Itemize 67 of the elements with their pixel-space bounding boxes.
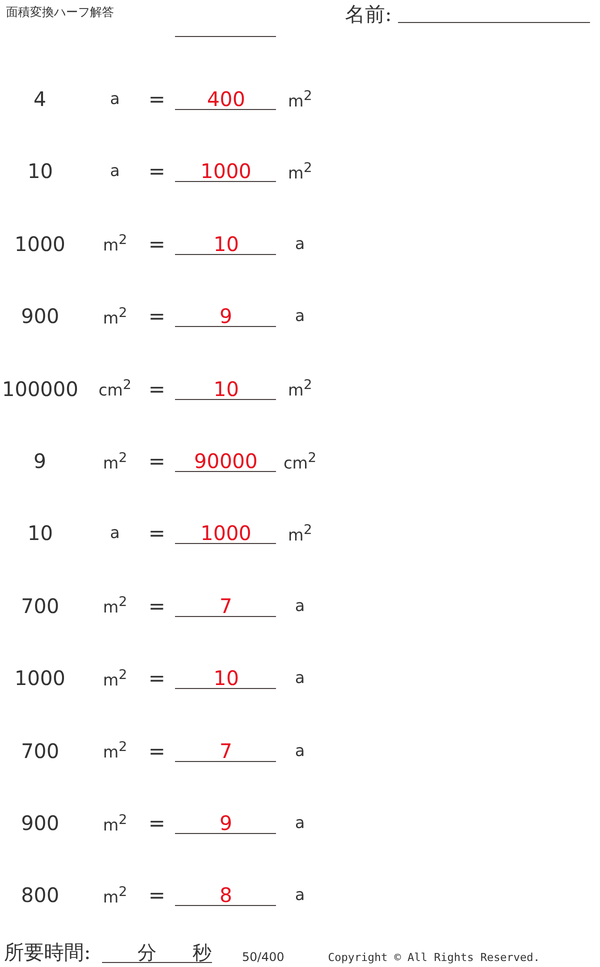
answer-text: 10 xyxy=(214,668,239,688)
name-label: 名前: xyxy=(345,4,392,24)
answer-text: 9 xyxy=(220,813,232,833)
unit: m$^{2}$ xyxy=(103,741,128,760)
number: 10 xyxy=(28,523,53,544)
unit: a xyxy=(110,163,120,180)
number: 4 xyxy=(34,89,46,109)
page-number: 50/400 xyxy=(242,951,284,963)
answer-text: 10 xyxy=(214,234,239,254)
number: 800 xyxy=(21,885,60,906)
time-label: 所要時間: xyxy=(4,942,91,962)
unit: m$^{2}$ xyxy=(103,306,128,326)
number: 700 xyxy=(21,740,60,761)
number: 1000 xyxy=(14,668,66,688)
copyright-notice: Copyright © All Rights Reserved. xyxy=(328,952,540,962)
equals-sign: = xyxy=(148,523,166,544)
unit: a xyxy=(295,670,305,686)
number: 9 xyxy=(34,451,46,471)
answer-text: 7 xyxy=(220,740,232,761)
answer-text: 9 xyxy=(220,306,232,326)
answer-text: 8 xyxy=(220,885,232,906)
answer-text: 10 xyxy=(214,378,239,399)
answer-text: 400 xyxy=(207,89,246,109)
unit: a xyxy=(295,887,305,904)
unit: m$^{2}$ xyxy=(288,379,312,398)
unit: m$^{2}$ xyxy=(103,814,128,833)
unit: a xyxy=(110,525,120,542)
equals-sign: = xyxy=(148,161,166,182)
unit: a xyxy=(295,815,305,831)
equals-sign: = xyxy=(148,885,166,906)
answer-text: 7 xyxy=(220,596,232,616)
equals-sign: = xyxy=(148,668,166,688)
unit: m$^{2}$ xyxy=(288,90,312,109)
number: 700 xyxy=(21,596,60,616)
minutes-label: 分 xyxy=(138,944,156,962)
number: 900 xyxy=(21,306,60,326)
number: 100000 xyxy=(2,378,78,399)
equals-sign: = xyxy=(148,89,166,109)
equals-sign: = xyxy=(148,234,166,254)
unit: m$^{2}$ xyxy=(288,524,312,544)
unit: m$^{2}$ xyxy=(103,596,128,616)
number: 10 xyxy=(28,161,53,182)
unit: a xyxy=(295,598,305,614)
number: 900 xyxy=(21,813,60,833)
unit: cm$^{2}$ xyxy=(98,379,132,398)
unit: m$^{2}$ xyxy=(103,886,128,906)
unit: m$^{2}$ xyxy=(288,162,312,182)
unit: a xyxy=(110,91,120,107)
equals-sign: = xyxy=(148,740,166,761)
equals-sign: = xyxy=(148,378,166,399)
worksheet-title: 面積変換ハーフ解答 xyxy=(6,6,114,18)
unit: cm$^{2}$ xyxy=(284,452,316,471)
unit: a xyxy=(295,236,305,252)
equals-sign: = xyxy=(148,813,166,833)
unit: m$^{2}$ xyxy=(103,452,128,471)
answer-text: 90000 xyxy=(194,451,258,471)
answer-text: 1000 xyxy=(200,161,252,182)
unit: a xyxy=(295,308,305,324)
equals-sign: = xyxy=(148,451,166,471)
unit: m$^{2}$ xyxy=(103,668,128,688)
unit: m$^{2}$ xyxy=(103,234,128,254)
equals-sign: = xyxy=(148,306,166,326)
number: 1000 xyxy=(14,234,66,254)
seconds-label: 秒 xyxy=(192,944,212,962)
answer-text: 1000 xyxy=(200,523,252,544)
unit: a xyxy=(295,742,305,759)
equals-sign: = xyxy=(148,596,166,616)
